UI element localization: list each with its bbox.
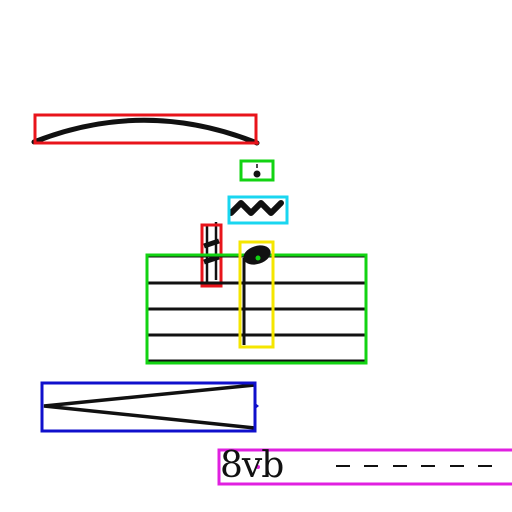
quarter-note-box	[238, 240, 275, 349]
ottava-label: 8vb	[220, 445, 284, 486]
trill-mordent	[227, 195, 289, 225]
ottava-bassa	[217, 448, 512, 486]
staccato	[239, 159, 275, 182]
quarter-note	[238, 240, 275, 349]
slur	[31, 113, 260, 146]
decrescendo-hairpin	[40, 381, 259, 433]
ottava-box	[217, 448, 512, 486]
trill-box	[227, 195, 289, 225]
staccato-box	[239, 159, 275, 182]
slur-box	[33, 113, 258, 145]
